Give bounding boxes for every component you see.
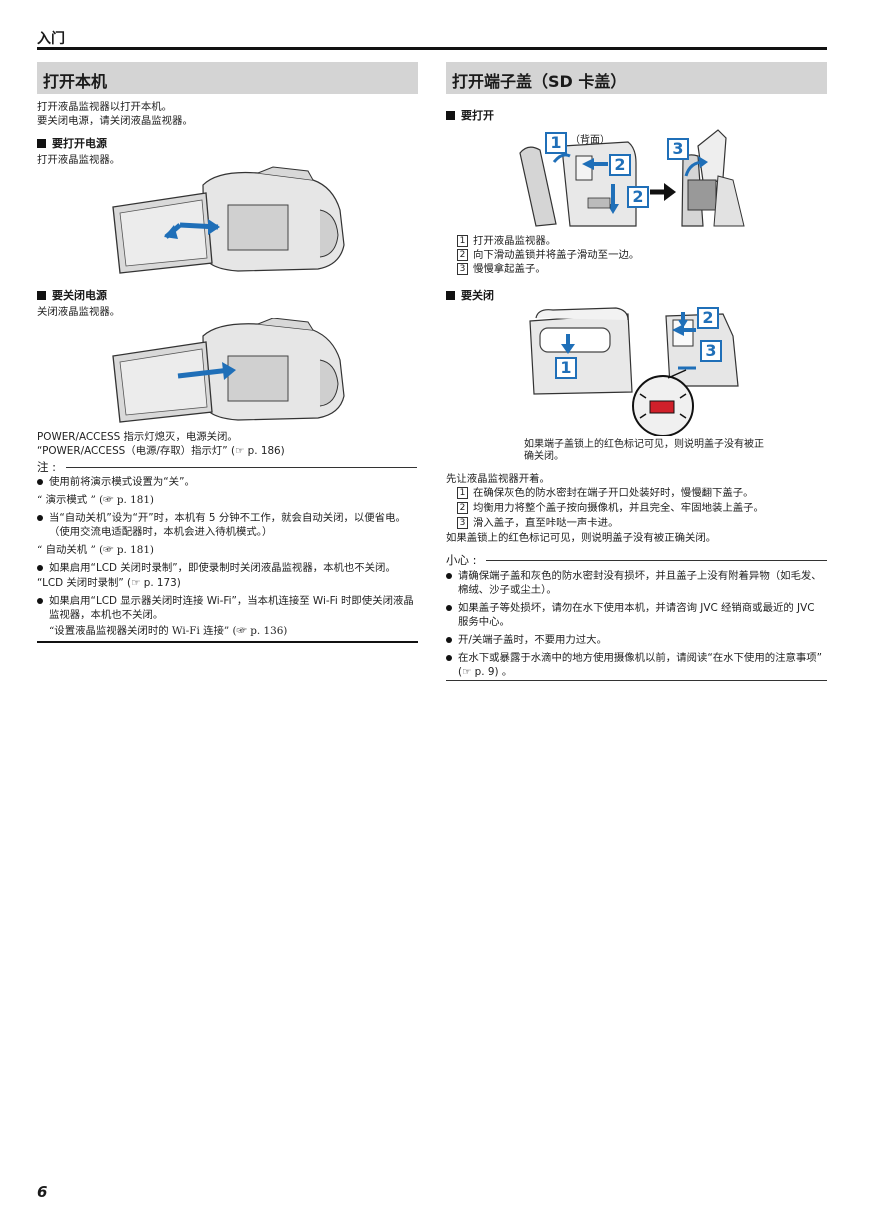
caution-text: 开/关端子盖时，不要用力过大。 <box>458 634 607 646</box>
intro-text: 打开液晶监视器以打开本机。 要关闭电源，请关闭液晶监视器。 <box>37 100 417 128</box>
page-number: 6 <box>37 1183 48 1201</box>
note-ref-link[interactable]: “ 自动关机 ” (☞ p. 181) <box>37 544 154 556</box>
callout-number: 1 <box>555 357 577 379</box>
power-off-heading-text: 要关闭电源 <box>52 289 107 302</box>
note-divider <box>66 467 417 468</box>
bullet-dot-icon <box>446 605 452 611</box>
close-step-text: 在确保灰色的防水密封在端子开口处装好时，慢慢翻下盖子。 <box>473 487 754 499</box>
open-step-text: 向下滑动盖锁并将盖子滑动至一边。 <box>473 249 640 261</box>
note-text: 如果启用“LCD 显示器关闭时连接 Wi-Fi”，当本机连接至 Wi-Fi 时即… <box>49 595 414 621</box>
note-ref-link[interactable]: “LCD 关闭时录制” (☞ p. 173) <box>37 577 181 589</box>
close-pre-text: 先让液晶监视器开着。 <box>446 473 550 485</box>
note-ref-link[interactable]: “ 演示模式 ” (☞ p. 181) <box>37 494 154 506</box>
callout-number: 2 <box>609 154 631 176</box>
close-step-text: 均衡用力将整个盖子按向摄像机，并且完全、牢固地装上盖子。 <box>473 502 764 514</box>
bullet-dot-icon <box>37 598 43 604</box>
note-item: 如果启用“LCD 显示器关闭时连接 Wi-Fi”，当本机连接至 Wi-Fi 时即… <box>37 594 418 622</box>
note-text: 使用前将演示模式设置为“关”。 <box>49 476 195 488</box>
power-on-text: 打开液晶监视器。 <box>37 154 121 166</box>
callout-number: 2 <box>697 307 719 329</box>
caution-text: 请确保端子盖和灰色的防水密封没有损坏，并且盖子上没有附着异物（如毛发、棉绒、沙子… <box>458 570 822 596</box>
camera-open-illustration <box>108 165 350 280</box>
note-item: 使用前将演示模式设置为“关”。 <box>37 475 418 489</box>
notes-list: 使用前将演示模式设置为“关”。 “ 演示模式 ” (☞ p. 181) 当“自动… <box>37 475 418 638</box>
step-number: 3 <box>457 263 468 275</box>
bullet-dot-icon <box>37 565 43 571</box>
open-step-text: 打开液晶监视器。 <box>473 235 557 247</box>
close-heading: 要关闭 <box>446 289 494 303</box>
square-bullet-icon <box>37 139 46 148</box>
caution-item: 开/关端子盖时，不要用力过大。 <box>446 633 827 647</box>
open-steps: 1 打开液晶监视器。 2 向下滑动盖锁并将盖子滑动至一边。 3 慢慢拿起盖子。 <box>457 234 827 276</box>
power-on-heading-text: 要打开电源 <box>52 137 107 150</box>
caution-end-rule <box>446 680 827 681</box>
bullet-dot-icon <box>37 479 43 485</box>
caution-list: 请确保端子盖和灰色的防水密封没有损坏，并且盖子上没有附着异物（如毛发、棉绒、沙子… <box>446 569 827 679</box>
power-access-line-1: POWER/ACCESS 指示灯熄灭，电源关闭。 <box>37 431 238 443</box>
caution-divider <box>486 560 827 561</box>
close-steps: 1 在确保灰色的防水密封在端子开口处装好时，慢慢翻下盖子。 2 均衡用力将整个盖子按… <box>457 486 827 530</box>
note-text: 如果启用“LCD 关闭时录制”，即使录制时关闭液晶监视器，本机也不关闭。 <box>49 562 396 574</box>
close-caption: 如果端子盖锁上的红色标记可见，则说明盖子没有被正确关闭。 <box>524 439 764 462</box>
power-access-link[interactable]: “POWER/ACCESS（电源/存取）指示灯” (☞ p. 186) <box>37 445 285 457</box>
step-number: 3 <box>457 517 468 529</box>
close-step: 3 滑入盖子，直至咔哒一声卡进。 <box>457 516 827 530</box>
callout-number: 1 <box>545 132 567 154</box>
power-off-heading: 要关闭电源 <box>37 289 107 303</box>
step-number: 1 <box>457 487 468 499</box>
bullet-dot-icon <box>446 655 452 661</box>
power-off-text: 关闭液晶监视器。 <box>37 306 121 318</box>
caution-item: 如果盖子等处损坏，请勿在水下使用本机，并请咨询 JVC 经销商或最近的 JVC … <box>446 601 827 629</box>
square-bullet-icon <box>37 291 46 300</box>
caution-text: 如果盖子等处损坏，请勿在水下使用本机，并请咨询 JVC 经销商或最近的 JVC … <box>458 602 815 628</box>
bullet-dot-icon <box>446 637 452 643</box>
camera-close-illustration <box>108 317 350 428</box>
note-item: 当“自动关机”设为“开”时，本机有 5 分钟不工作，就会自动关闭，以便省电。（使… <box>37 511 418 539</box>
square-bullet-icon <box>446 111 455 120</box>
notes-end-rule <box>37 641 418 643</box>
open-step: 2 向下滑动盖锁并将盖子滑动至一边。 <box>457 248 827 262</box>
callout-number: 3 <box>700 340 722 362</box>
caution-text: 在水下或暴露于水滴中的地方使用摄像机以前，请阅读“在水下使用的注意事项” (☞ … <box>458 652 823 678</box>
open-step: 1 打开液晶监视器。 <box>457 234 827 248</box>
power-access-block: POWER/ACCESS 指示灯熄灭，电源关闭。 “POWER/ACCESS（电… <box>37 430 417 458</box>
close-step: 1 在确保灰色的防水密封在端子开口处装好时，慢慢翻下盖子。 <box>457 486 827 500</box>
callout-number: 2 <box>627 186 649 208</box>
bullet-dot-icon <box>446 573 452 579</box>
intro-line-2: 要关闭电源，请关闭液晶监视器。 <box>37 115 193 127</box>
power-on-heading: 要打开电源 <box>37 137 107 151</box>
bullet-dot-icon <box>37 515 43 521</box>
open-step-text: 慢慢拿起盖子。 <box>473 263 546 275</box>
chapter-divider <box>37 47 827 50</box>
open-heading-text: 要打开 <box>461 109 494 122</box>
close-step-text: 滑入盖子，直至咔哒一声卡进。 <box>473 517 619 529</box>
section-title-terminal-cover: 打开端子盖（SD 卡盖） <box>446 62 827 94</box>
step-number: 1 <box>457 235 468 247</box>
chapter-title: 入门 <box>37 31 65 47</box>
caution-item: 请确保端子盖和灰色的防水密封没有损坏，并且盖子上没有附着异物（如毛发、棉绒、沙子… <box>446 569 827 597</box>
square-bullet-icon <box>446 291 455 300</box>
note-text: 当“自动关机”设为“开”时，本机有 5 分钟不工作，就会自动关闭，以便省电。（使… <box>49 512 406 538</box>
section-title-power: 打开本机 <box>37 62 418 94</box>
step-number: 2 <box>457 249 468 261</box>
caution-label: 小心 : <box>446 553 477 567</box>
step-number: 2 <box>457 502 468 514</box>
open-step: 3 慢慢拿起盖子。 <box>457 262 827 276</box>
note-item: 如果启用“LCD 关闭时录制”，即使录制时关闭液晶监视器，本机也不关闭。 <box>37 561 418 575</box>
caution-item: 在水下或暴露于水滴中的地方使用摄像机以前，请阅读“在水下使用的注意事项” (☞ … <box>446 651 827 679</box>
callout-number: 3 <box>667 138 689 160</box>
back-side-label: （背面） <box>570 135 610 146</box>
open-heading: 要打开 <box>446 109 494 123</box>
close-step: 2 均衡用力将整个盖子按向摄像机，并且完全、牢固地装上盖子。 <box>457 501 827 515</box>
close-post-text: 如果盖锁上的红色标记可见，则说明盖子没有被正确关闭。 <box>446 532 717 544</box>
intro-line-1: 打开液晶监视器以打开本机。 <box>37 101 173 113</box>
note-label: 注 : <box>37 460 57 474</box>
close-heading-text: 要关闭 <box>461 289 494 302</box>
note-ref-link[interactable]: “设置液晶监视器关闭时的 Wi-Fi 连接” (☞ p. 136) <box>49 625 288 637</box>
